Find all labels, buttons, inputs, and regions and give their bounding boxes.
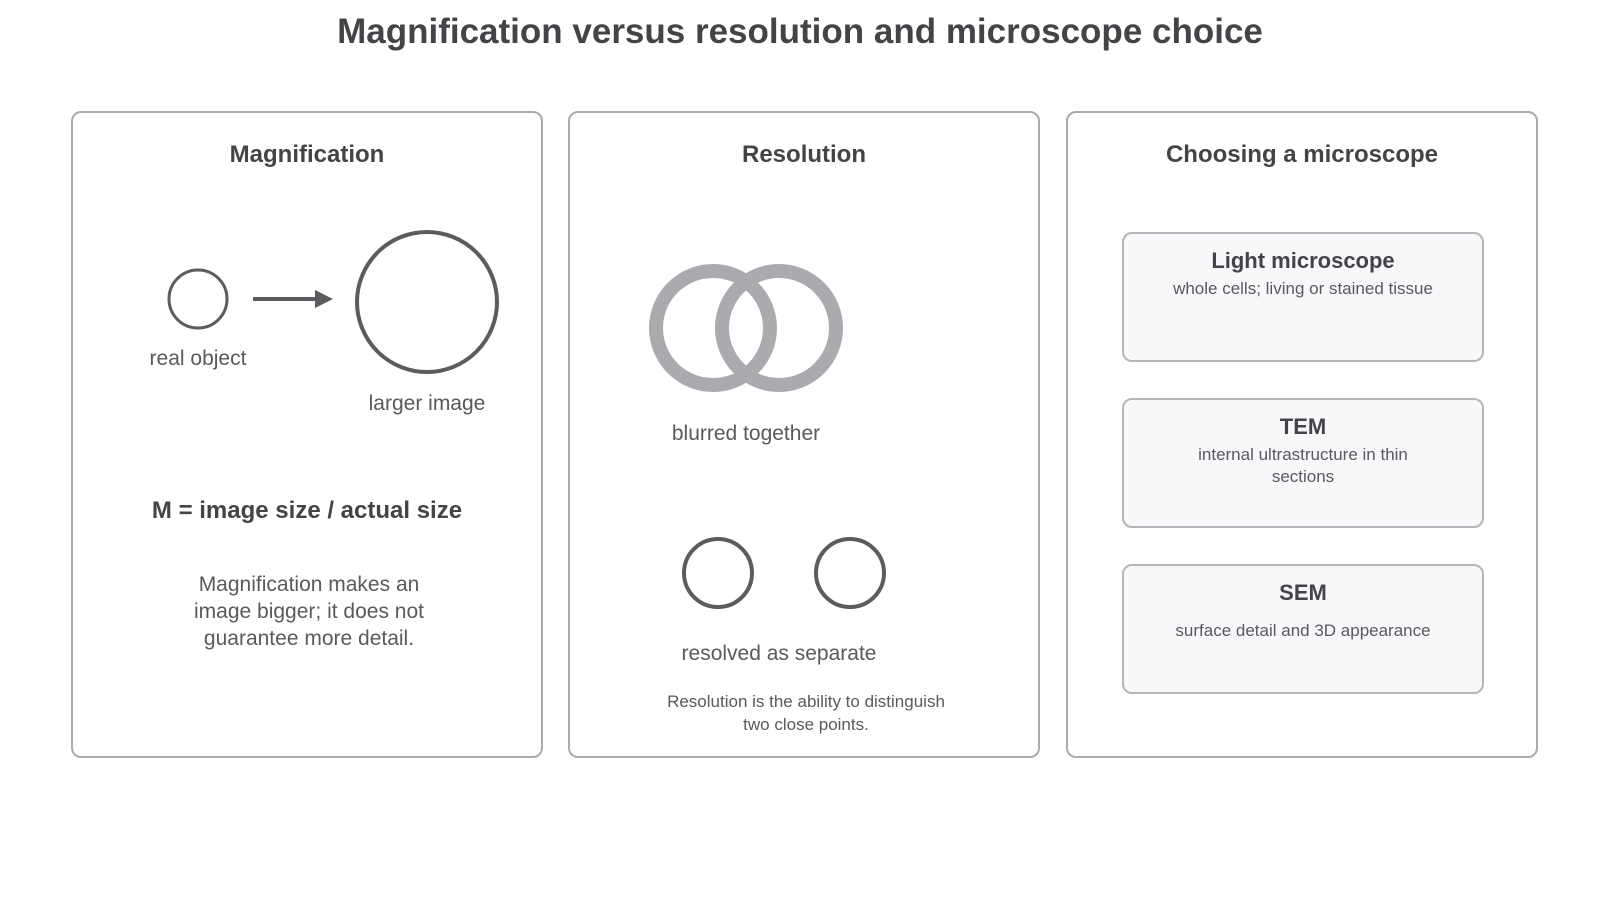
microscope-name: TEM	[1279, 414, 1327, 439]
magnification-figure	[167, 230, 499, 374]
resolved-point-left	[682, 537, 754, 609]
blurred-point-left	[649, 264, 777, 392]
magnification-heading: Magnification	[229, 141, 385, 168]
resolution-panel: Resolution blurred together resolved as …	[568, 111, 1040, 758]
magnification-panel: Magnification real object larger image M…	[71, 111, 543, 758]
tem-card: TEM internal ultrastructure in thin sect…	[1122, 398, 1484, 528]
resolved-point-right	[814, 537, 886, 609]
light-microscope-card: Light microscope whole cells; living or …	[1122, 232, 1484, 362]
larger-image-label: larger image	[368, 392, 486, 415]
larger-image-circle	[355, 230, 499, 374]
page-title: Magnification versus resolution and micr…	[337, 12, 1263, 51]
resolved-separate-label: resolved as separate	[681, 642, 877, 665]
real-object-label: real object	[149, 347, 247, 370]
choosing-panel: Choosing a microscope Light microscope w…	[1066, 111, 1538, 758]
resolution-heading: Resolution	[742, 141, 866, 168]
microscope-use: whole cells; living or stained tissue	[1173, 279, 1433, 298]
magnification-formula: M = image size / actual size	[151, 497, 463, 524]
choosing-heading: Choosing a microscope	[1165, 141, 1439, 168]
microscope-use: internal ultrastructure in thin sections	[1198, 445, 1408, 486]
magnify-arrow-head	[315, 290, 333, 308]
sem-card: SEM surface detail and 3D appearance	[1122, 564, 1484, 694]
microscope-name: SEM	[1279, 580, 1327, 605]
blurred-point-right	[715, 264, 843, 392]
microscope-name: Light microscope	[1211, 248, 1395, 273]
blurred-together-label: blurred together	[671, 422, 821, 445]
microscope-use: surface detail and 3D appearance	[1175, 621, 1431, 640]
resolution-note: Resolution is the ability to distinguish…	[667, 692, 945, 734]
resolution-figure	[649, 264, 886, 609]
real-object-circle	[167, 268, 229, 330]
magnification-note: Magnification makes an image bigger; it …	[194, 573, 424, 650]
